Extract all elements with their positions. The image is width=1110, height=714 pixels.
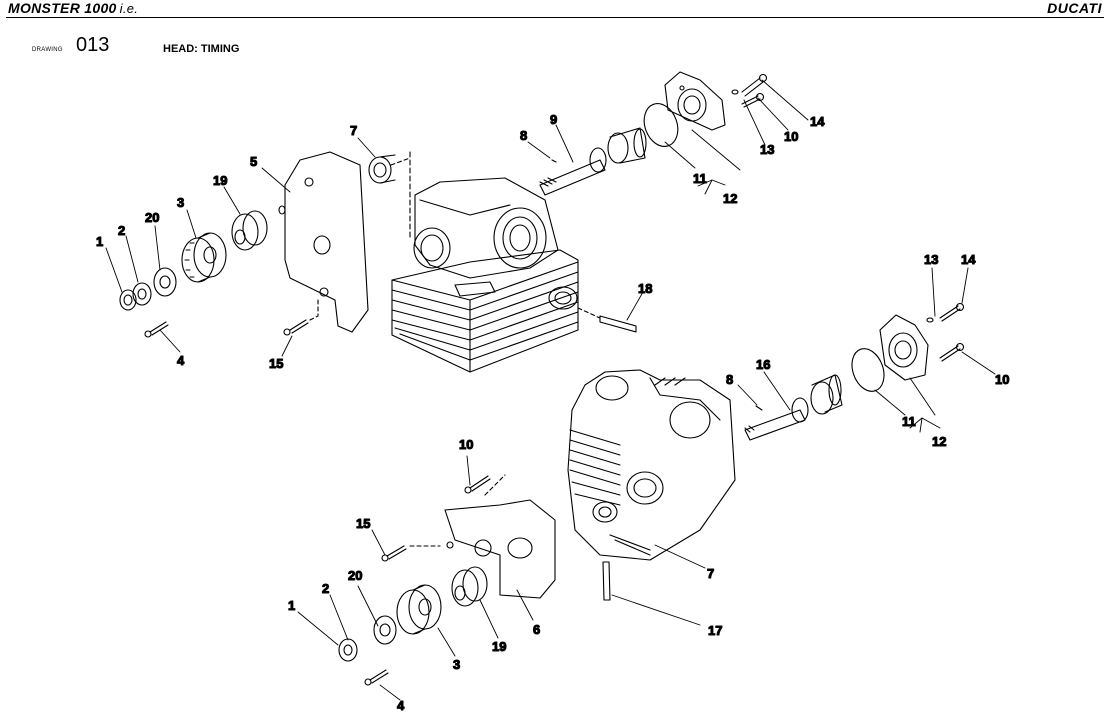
vertical-cylinder-head <box>567 369 736 561</box>
timing-cover-lower <box>444 474 556 599</box>
callout-8: 8 <box>520 128 527 143</box>
callout-10: 10 <box>995 372 1009 387</box>
callout-2: 2 <box>118 223 125 238</box>
callout-2: 2 <box>322 581 329 596</box>
drawing-title: HEAD: TIMING <box>163 43 240 55</box>
o-ring-11-upper <box>643 103 679 147</box>
timing-cover-upper <box>278 151 369 333</box>
camshaft-9 <box>539 127 647 196</box>
callout-3: 3 <box>177 195 184 210</box>
callout-9: 9 <box>550 112 557 127</box>
callout-6: 6 <box>533 622 540 637</box>
callout-1: 1 <box>288 598 295 613</box>
callout-16: 16 <box>756 357 770 372</box>
callout-10: 10 <box>784 129 798 144</box>
callout-15: 15 <box>269 356 283 371</box>
model-title: MONSTER 1000 <box>8 0 117 16</box>
callout-20: 20 <box>348 568 362 583</box>
cap-plate-12-upper <box>664 71 726 131</box>
horizontal-cylinder-head <box>391 151 579 373</box>
brand-name: DUCATI <box>1047 0 1102 16</box>
callout-labels: 1 2 20 3 19 5 7 8 9 11 12 13 10 14 18 4 … <box>95 111 1010 713</box>
stud-17 <box>602 561 611 601</box>
callout-13: 13 <box>924 252 938 267</box>
callout-7: 7 <box>350 123 357 138</box>
callout-5: 5 <box>250 154 257 169</box>
camshaft-16 <box>744 374 843 441</box>
callout-15: 15 <box>356 516 370 531</box>
callout-3: 3 <box>453 657 460 672</box>
callout-4: 4 <box>177 353 185 368</box>
gear-assembly-upper <box>119 210 319 338</box>
callout-19: 19 <box>492 639 506 654</box>
drawing-number: 013 <box>76 34 110 56</box>
callout-14: 14 <box>961 252 976 267</box>
callout-18: 18 <box>638 281 652 296</box>
callout-11: 11 <box>902 414 916 429</box>
leader-lines <box>105 79 996 701</box>
callout-7: 7 <box>707 566 714 581</box>
bolts-lower-cap <box>926 302 965 362</box>
callout-1: 1 <box>96 234 103 249</box>
callout-19: 19 <box>213 173 227 188</box>
header-rule <box>6 17 1104 18</box>
gear-assembly-lower <box>338 475 491 686</box>
callout-10: 10 <box>459 437 473 452</box>
callout-8: 8 <box>726 372 733 387</box>
callout-4: 4 <box>397 698 405 713</box>
drawing-label: DRAWING <box>32 47 63 53</box>
cap-plate-12-lower <box>879 314 929 381</box>
model-suffix: i.e. <box>119 1 139 16</box>
stud-18 <box>577 307 637 333</box>
callout-14: 14 <box>810 114 825 129</box>
callout-11: 11 <box>693 171 707 186</box>
callout-12: 12 <box>932 434 946 449</box>
callout-17: 17 <box>708 623 722 638</box>
callout-13: 13 <box>760 142 774 157</box>
callout-12: 12 <box>723 191 737 206</box>
callout-20: 20 <box>145 210 159 225</box>
seal-7-upper <box>368 154 411 184</box>
